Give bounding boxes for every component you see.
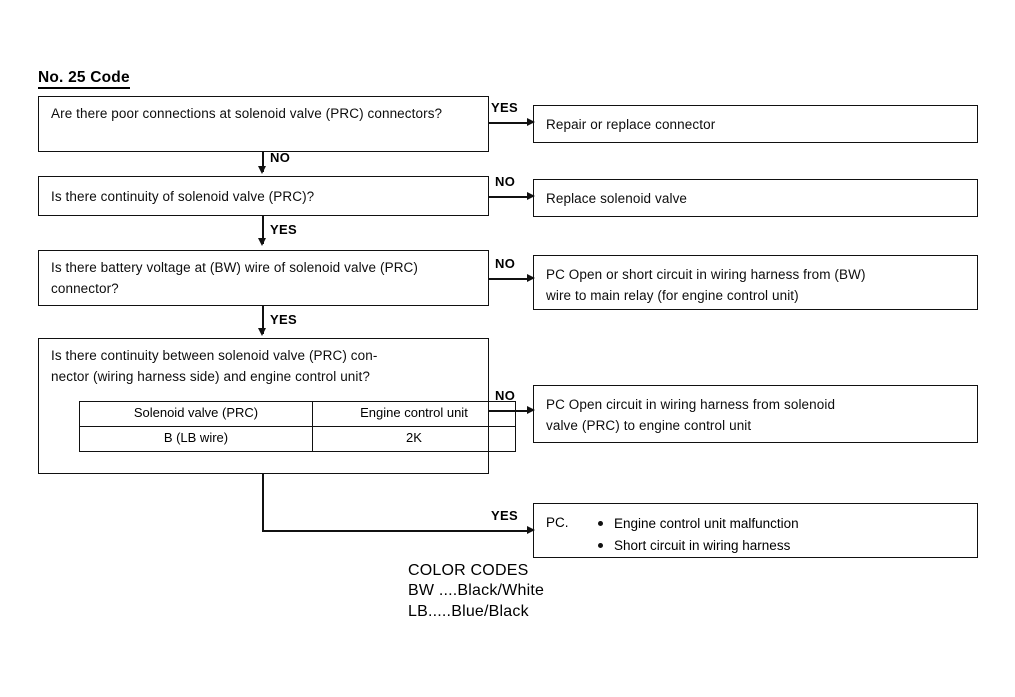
final-action-bullet-list: Engine control unit malfunction Short ci… bbox=[546, 513, 969, 556]
action-box-2: Replace solenoid valve bbox=[533, 179, 978, 217]
q4-no-label: NO bbox=[495, 388, 516, 403]
q2-no-label: NO bbox=[495, 174, 516, 189]
table-cell-ecu-terminal: 2K bbox=[311, 425, 517, 452]
q2-yes-line bbox=[262, 216, 264, 244]
q1-no-label: NO bbox=[270, 150, 291, 165]
question-3-text: Is there battery voltage at (BW) wire of… bbox=[51, 260, 418, 296]
q1-yes-label: YES bbox=[491, 100, 518, 115]
final-action-content: PC. Engine control unit malfunction Shor… bbox=[546, 513, 969, 556]
action-4-text: PC Open circuit in wiring harness from s… bbox=[546, 397, 836, 433]
q4-yes-arrowhead bbox=[527, 526, 535, 534]
action-box-3: PC Open or short circuit in wiring harne… bbox=[533, 255, 978, 310]
color-codes-heading: COLOR CODES bbox=[408, 562, 529, 579]
list-item: Short circuit in wiring harness bbox=[598, 535, 969, 557]
q2-yes-arrowhead bbox=[258, 238, 266, 246]
q3-no-arrowhead bbox=[527, 274, 535, 282]
action-1-text: Repair or replace connector bbox=[546, 117, 716, 132]
q4-yes-label: YES bbox=[491, 508, 518, 523]
action-box-1: Repair or replace connector bbox=[533, 105, 978, 143]
q3-no-line bbox=[489, 278, 531, 280]
q1-no-arrowhead bbox=[258, 166, 266, 174]
question-2-text: Is there continuity of solenoid valve (P… bbox=[51, 189, 315, 204]
q3-yes-label: YES bbox=[270, 312, 297, 327]
question-box-3: Is there battery voltage at (BW) wire of… bbox=[38, 250, 489, 306]
measurement-table: Solenoid valve (PRC) Engine control unit… bbox=[79, 401, 517, 452]
page-title: No. 25 Code bbox=[38, 69, 130, 90]
q4-yes-vertical-line bbox=[262, 474, 264, 531]
q3-yes-line bbox=[262, 306, 264, 334]
q2-yes-label: YES bbox=[270, 222, 297, 237]
list-item: Engine control unit malfunction bbox=[598, 513, 969, 535]
q1-no-line bbox=[262, 152, 264, 172]
table-header-row: Solenoid valve (PRC) Engine control unit bbox=[79, 401, 517, 427]
table-header-ecu: Engine control unit bbox=[311, 401, 517, 427]
color-code-bw: BW ....Black/White bbox=[408, 582, 545, 600]
question-box-1: Are there poor connections at solenoid v… bbox=[38, 96, 489, 152]
q4-no-arrowhead bbox=[527, 406, 535, 414]
action-2-text: Replace solenoid valve bbox=[546, 191, 688, 206]
question-4-text: Is there continuity between solenoid val… bbox=[51, 348, 378, 384]
table-header-solenoid: Solenoid valve (PRC) bbox=[79, 401, 313, 427]
final-action-box: PC. Engine control unit malfunction Shor… bbox=[533, 503, 978, 558]
action-3-text: PC Open or short circuit in wiring harne… bbox=[546, 267, 866, 303]
question-box-2: Is there continuity of solenoid valve (P… bbox=[38, 176, 489, 216]
q4-no-line bbox=[489, 410, 531, 412]
table-row: B (LB wire) 2K bbox=[79, 425, 517, 452]
q4-yes-horizontal-line bbox=[262, 530, 531, 532]
q3-no-label: NO bbox=[495, 256, 516, 271]
final-action-prefix: PC. bbox=[546, 515, 569, 530]
action-box-4: PC Open circuit in wiring harness from s… bbox=[533, 385, 978, 443]
color-codes-legend: COLOR CODES BW ....Black/White LB.....Bl… bbox=[408, 561, 544, 622]
table-cell-solenoid-terminal: B (LB wire) bbox=[79, 425, 313, 452]
question-box-4: Is there continuity between solenoid val… bbox=[38, 338, 517, 474]
question-1-text: Are there poor connections at solenoid v… bbox=[51, 106, 443, 121]
color-code-lb: LB.....Blue/Black bbox=[408, 602, 529, 620]
q2-no-arrowhead bbox=[527, 192, 535, 200]
q2-no-line bbox=[489, 196, 531, 198]
q1-yes-arrowhead bbox=[527, 118, 535, 126]
q3-yes-arrowhead bbox=[258, 328, 266, 336]
q1-yes-line bbox=[489, 122, 531, 124]
